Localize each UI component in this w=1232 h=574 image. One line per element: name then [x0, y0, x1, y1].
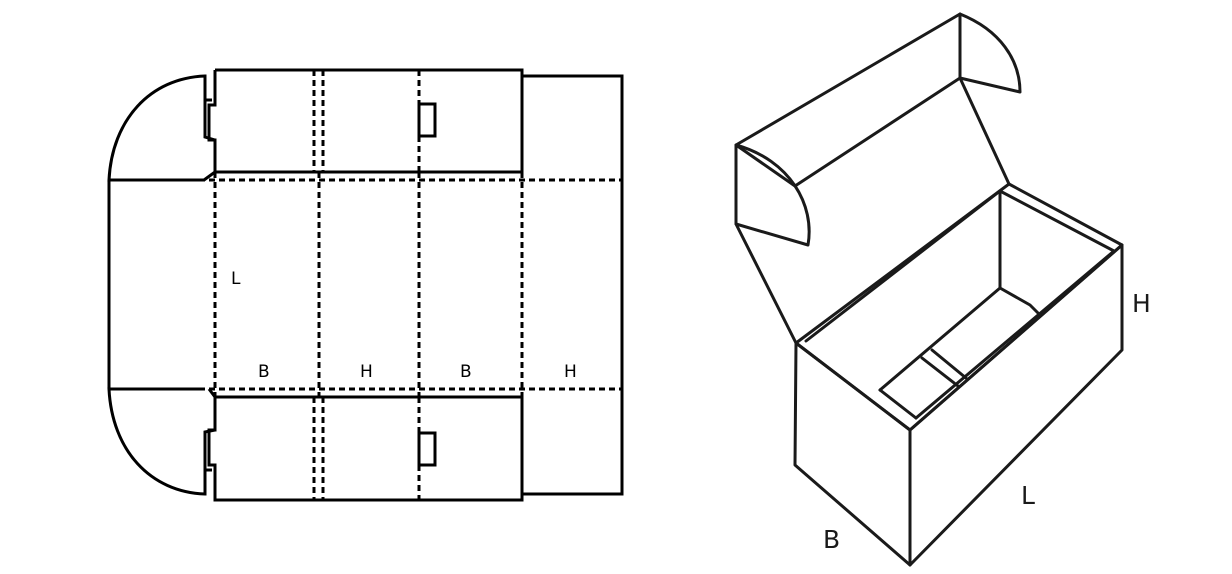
panel-label-breadth-1: B [258, 362, 270, 382]
lid-left-curved-flap [734, 143, 811, 247]
left-top-tab-notch [203, 76, 216, 142]
dimension-label-length: L [1021, 481, 1035, 510]
panel-label-height-1: H [360, 362, 373, 382]
panel-label-height-2: H [564, 362, 577, 382]
flat-die-cut-layout: L B H B H [107, 68, 624, 502]
dimension-label-height: H [1132, 289, 1151, 318]
lid-right-edge [958, 76, 1011, 186]
panel-label-breadth-2: B [460, 362, 472, 382]
box-front-face [793, 341, 912, 567]
inner-lock-tab [878, 348, 968, 420]
assembled-box-illustration: H L B [734, 12, 1151, 567]
left-curved-flap-bottom [107, 387, 207, 496]
lid-left-edge [734, 222, 798, 345]
panel-label-length: L [231, 269, 241, 289]
box-side-face [908, 243, 1124, 567]
inner-floor-right [998, 286, 1042, 317]
box-rim-inner [804, 189, 1116, 420]
lid-right-curved-flap [958, 12, 1022, 94]
outer-cut-outline [203, 68, 524, 502]
inner-floor-back [878, 286, 1002, 392]
right-height-panel-outline [522, 74, 624, 496]
top-lock-slot [417, 102, 437, 138]
dimension-label-breadth: B [823, 525, 840, 554]
left-curved-flap-top [107, 74, 207, 182]
left-bottom-tab-notch [203, 428, 216, 494]
bottom-lock-slot [417, 431, 437, 467]
